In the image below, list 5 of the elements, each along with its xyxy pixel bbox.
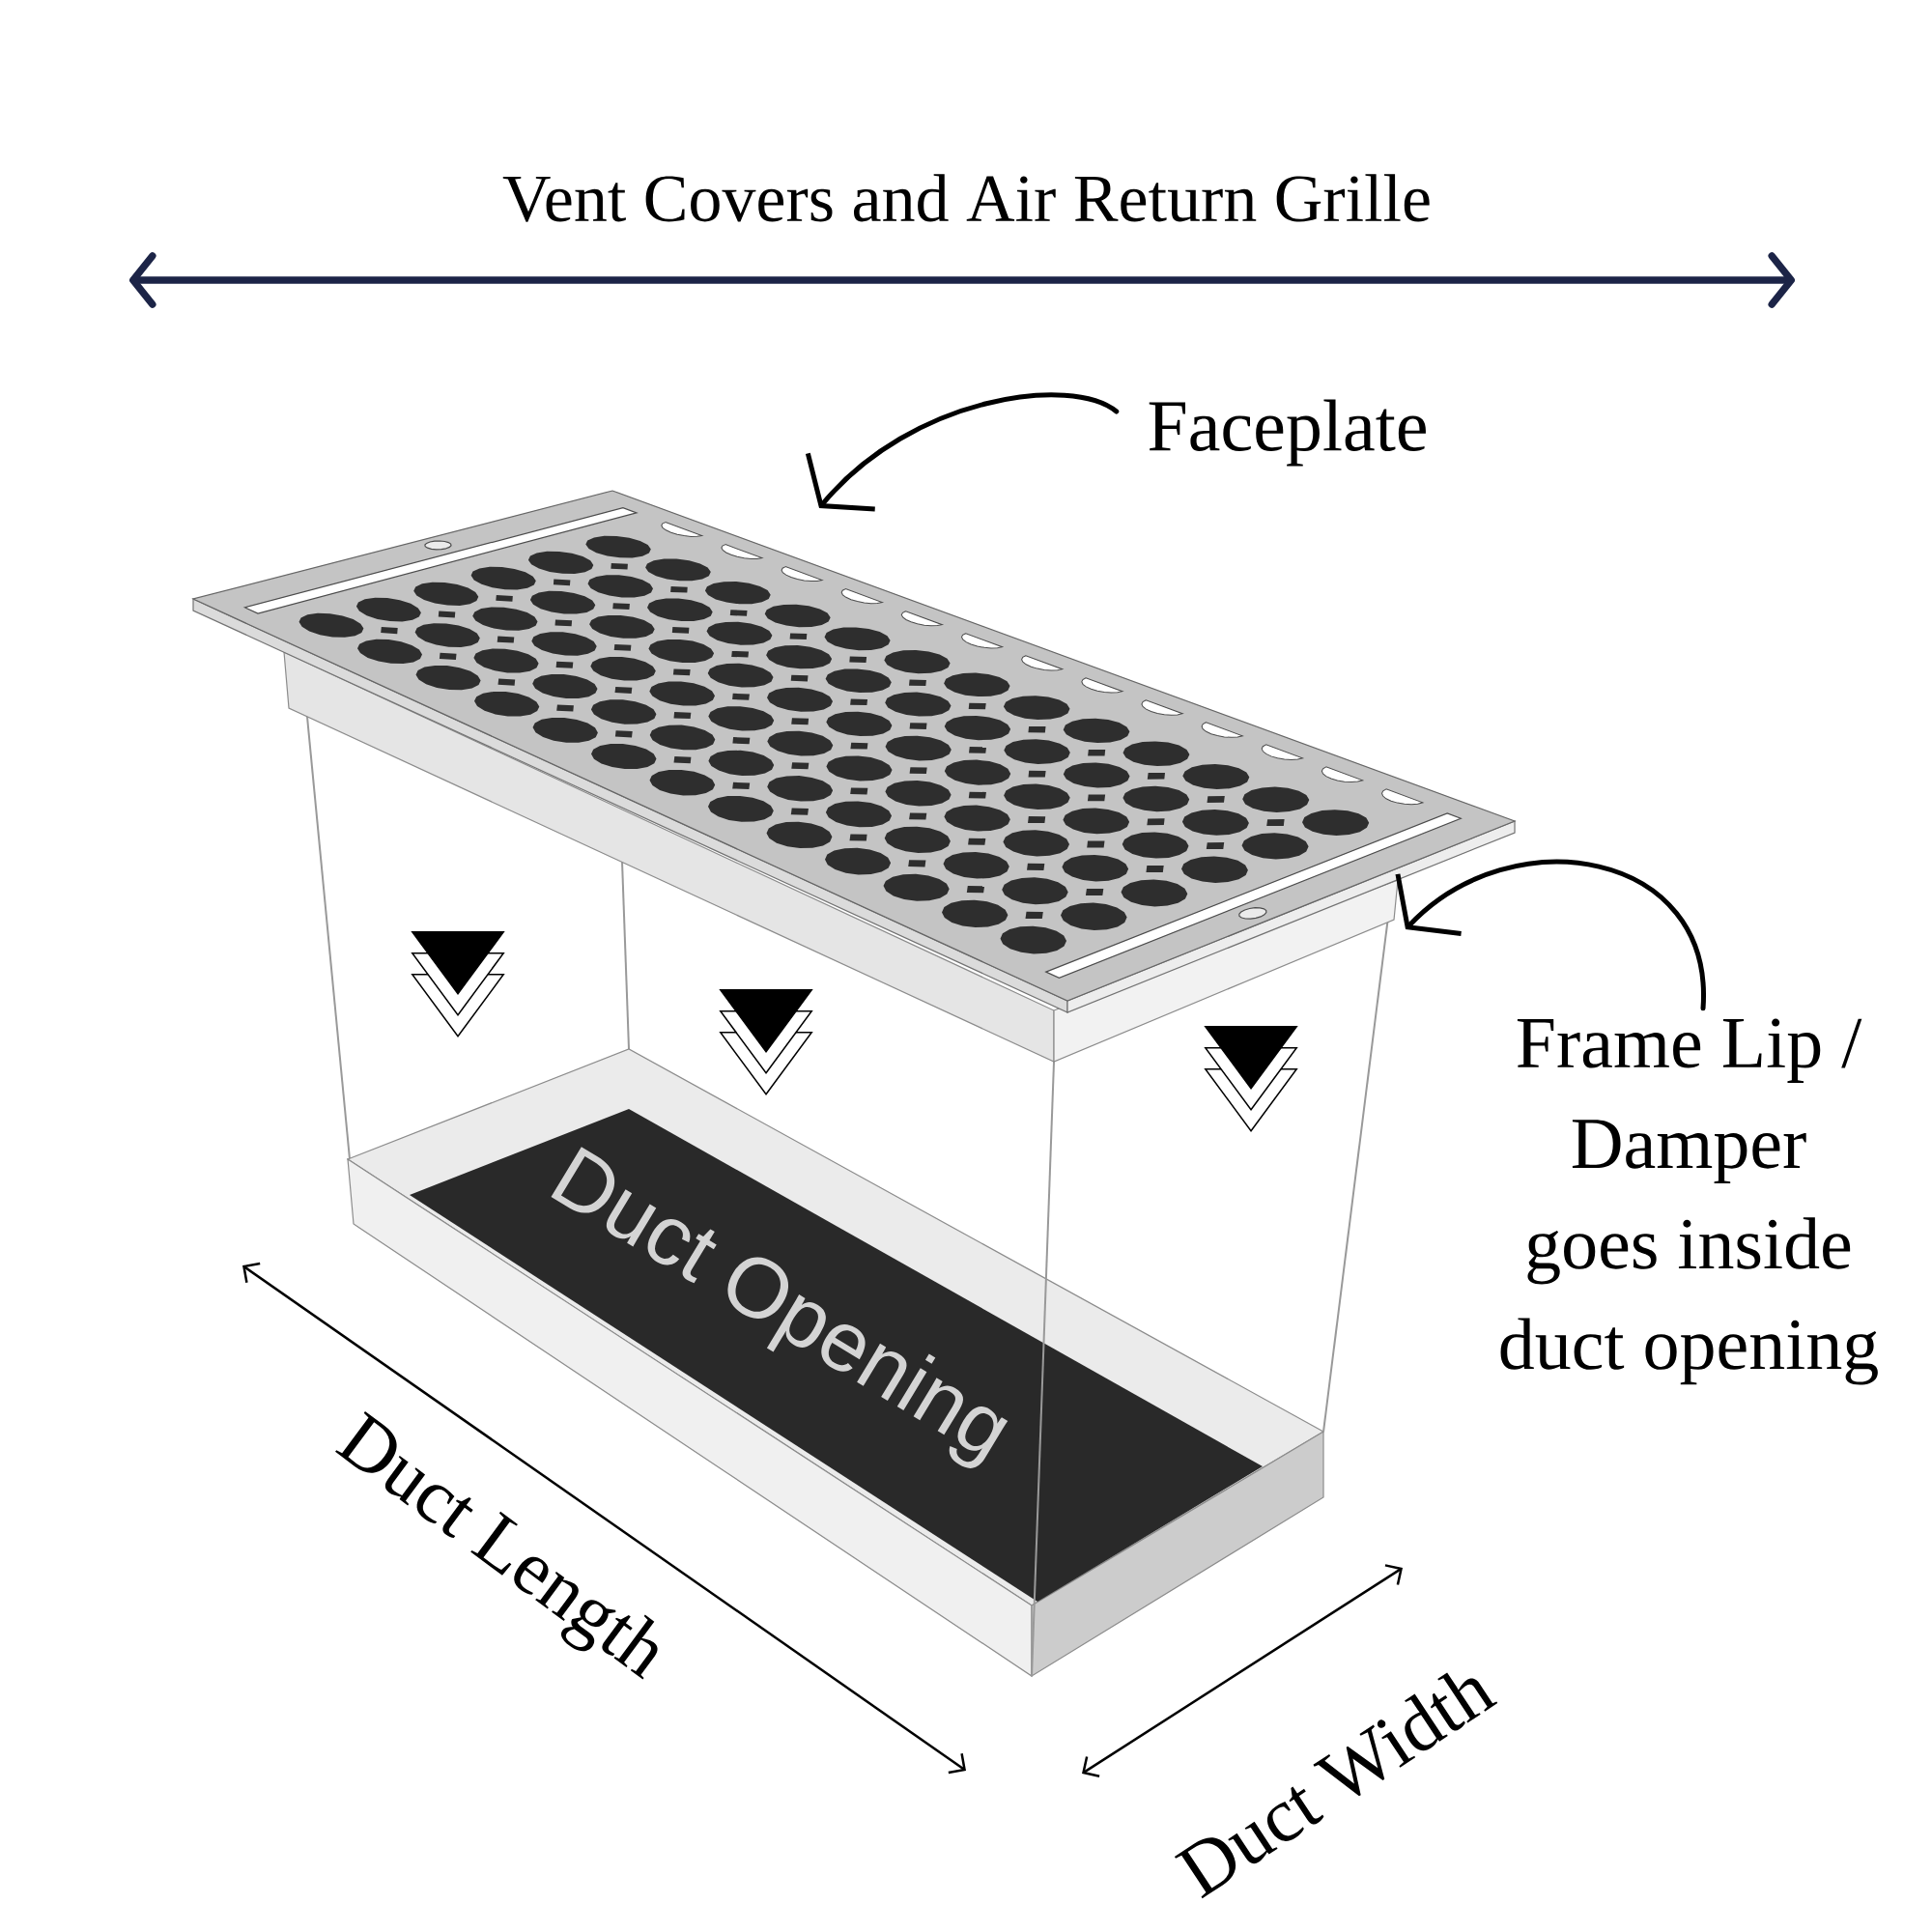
title: Vent Covers and Air Return Grille — [502, 174, 1430, 222]
frame-lip — [283, 651, 1399, 1063]
part-label: Frame Lip / Damper goes inside duct opening — [1500, 1018, 1878, 1385]
curved-arrow — [1395, 859, 1706, 1011]
part-label: Faceplate — [1149, 399, 1426, 467]
